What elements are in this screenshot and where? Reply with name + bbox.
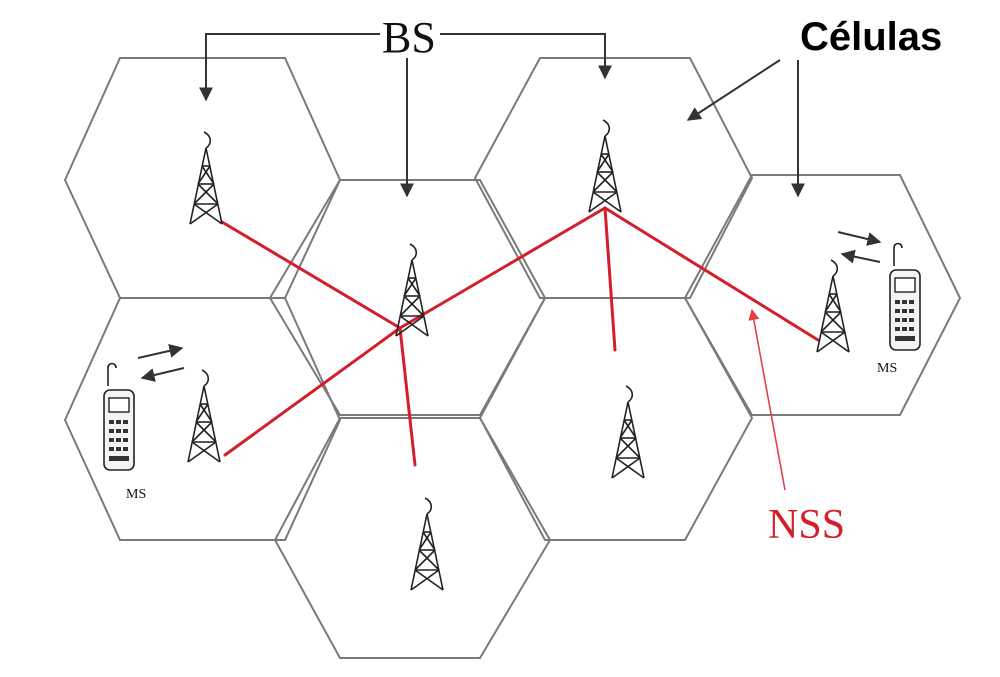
cell-grid (63, 57, 962, 659)
celulas-arrow (686, 59, 781, 121)
antenna-tower-icon (410, 497, 444, 591)
cell-center-upper (268, 179, 547, 416)
cell-right-middle (478, 297, 754, 541)
bs-label: BS (382, 13, 436, 62)
base-stations (187, 119, 850, 591)
nss-link (398, 326, 417, 467)
nss-label: NSS (768, 502, 845, 548)
antenna-tower-icon (189, 131, 223, 225)
cell-far-right (683, 174, 962, 416)
signal-arrows-icon (137, 231, 882, 382)
antenna-tower-icon (611, 385, 645, 479)
ms-label-left: MS (126, 487, 146, 502)
antenna-tower-icon (588, 119, 622, 213)
ms-label-right: MS (877, 361, 897, 376)
celulas-arrows (686, 59, 805, 198)
nss-links (220, 206, 820, 467)
mobile-phone-icon (889, 242, 921, 351)
nss-link (220, 220, 403, 457)
bs-arrows (199, 33, 612, 198)
nss-link (603, 206, 617, 352)
antenna-tower-icon (187, 369, 221, 463)
cell-top-right (473, 57, 754, 299)
celulas-label: Células (800, 15, 942, 59)
cell-bottom (273, 417, 552, 659)
bs-arrow (199, 33, 380, 102)
nss-arrow (748, 308, 786, 491)
mobile-phone-icon (103, 362, 135, 471)
bs-arrow (440, 33, 612, 80)
antenna-tower-icon (816, 259, 850, 353)
